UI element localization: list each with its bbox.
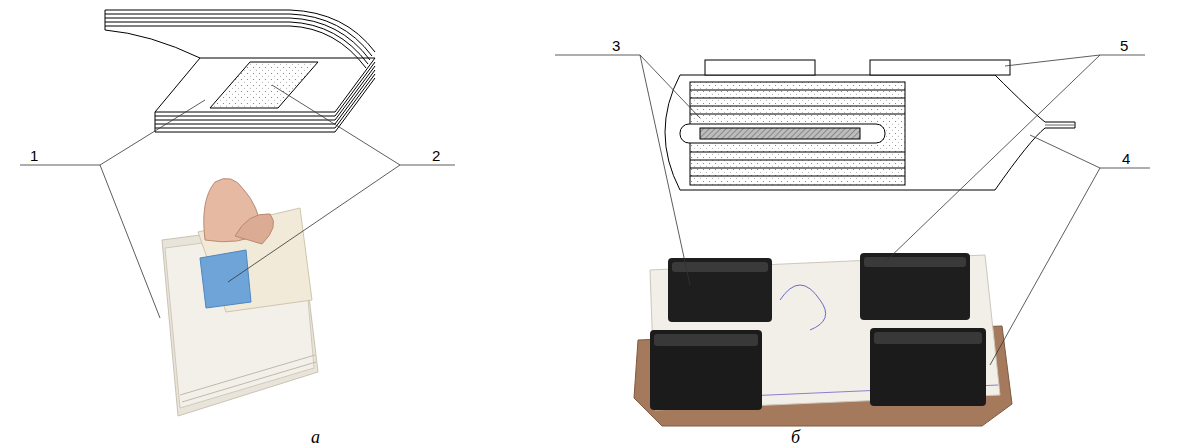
layer-line (690, 114, 905, 115)
leader-line (555, 55, 700, 118)
subfigure-label: а (311, 428, 320, 446)
vacuum-tube (1045, 125, 1075, 126)
sensor (700, 128, 860, 139)
block-top (654, 334, 758, 346)
weight-block (668, 258, 772, 322)
leader-line (1005, 55, 1145, 66)
callout-number: 2 (432, 148, 440, 163)
layer-line (690, 152, 905, 153)
bag-photo (634, 253, 1012, 426)
flipped-sheet (105, 30, 200, 58)
weight (870, 60, 1010, 75)
callout-number: 5 (1120, 38, 1128, 53)
weight (705, 60, 815, 75)
leader-line (20, 100, 205, 165)
thumb (235, 214, 274, 244)
sensor-slot (680, 124, 885, 143)
sensor-patch (210, 62, 318, 108)
flipped-sheet (105, 22, 368, 64)
leader-line (100, 165, 160, 318)
callout-number: 4 (1122, 151, 1130, 166)
layer-line (690, 160, 905, 161)
vacuum-bag (665, 75, 1075, 190)
layer-line (690, 106, 905, 107)
block-top (864, 257, 966, 267)
weight-blocks (650, 253, 986, 410)
weight-block (870, 328, 986, 406)
callout-number: 3 (612, 38, 620, 53)
layer-line (690, 168, 905, 169)
flipped-sheet (105, 26, 366, 68)
sheet-edge (105, 10, 106, 30)
leader-line (1030, 135, 1150, 168)
leader-line (272, 85, 455, 165)
sheet-edge (180, 355, 315, 395)
layer-line (690, 90, 905, 91)
leader-line (990, 168, 1100, 365)
block-top (874, 332, 982, 344)
leader-line (885, 55, 1100, 262)
marker-line (780, 285, 826, 330)
layer-line (690, 98, 905, 99)
stack-drawing (105, 10, 375, 132)
flipped-sheet (105, 18, 370, 60)
flipped-sheet (105, 10, 375, 52)
sheet-edge (182, 362, 316, 402)
subfigure-label: б (791, 428, 800, 446)
weight-block (650, 330, 762, 410)
callout-number: 1 (30, 148, 38, 163)
layer-line (690, 176, 905, 177)
stack-photo (162, 178, 318, 416)
sensor-patch (200, 250, 251, 308)
bag-drawing (665, 60, 1075, 190)
flipped-sheet (105, 14, 372, 56)
sheet-top (155, 58, 375, 112)
leader-line (640, 55, 690, 285)
leader-lines (20, 55, 1150, 365)
weight-block (860, 253, 970, 320)
leader-line (228, 165, 400, 282)
sheet-edge (155, 112, 156, 132)
